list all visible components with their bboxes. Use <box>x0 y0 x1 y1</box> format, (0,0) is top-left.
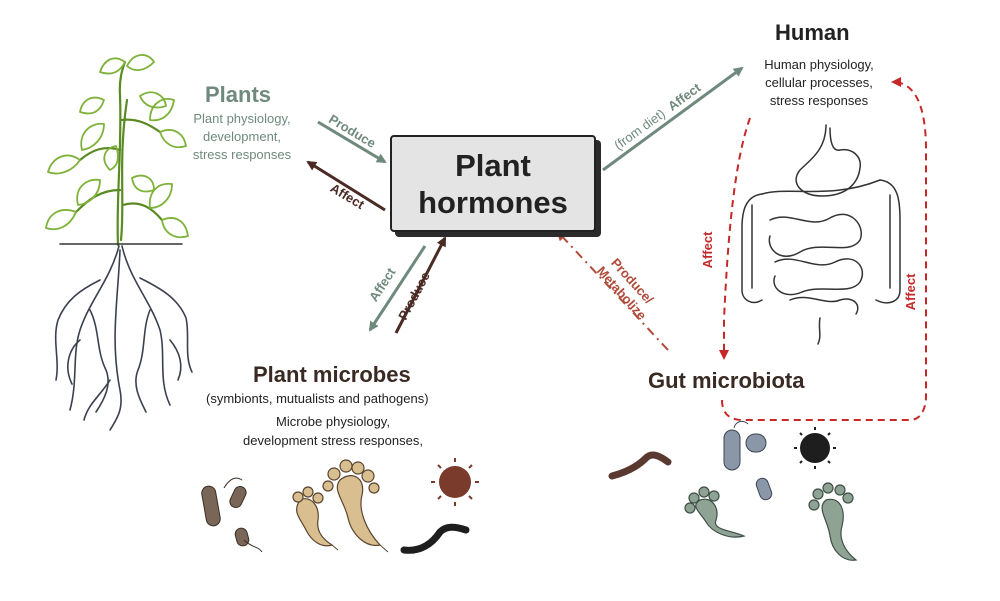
arrow-gut-produce <box>556 230 669 351</box>
hub-line: Plant <box>455 147 531 183</box>
plant-hormones-box: Plant hormones <box>390 135 596 232</box>
label-affect-microbes: Affect <box>366 264 399 304</box>
human-desc-line: stress responses <box>769 93 869 108</box>
hub-line: hormones <box>418 184 568 220</box>
label-gut-affect-human: Affect <box>903 273 918 311</box>
plant-microbes-description: Microbe physiology, development stress r… <box>228 412 438 450</box>
arrow-plants-produce <box>317 120 387 164</box>
human-desc-line: Human physiology, <box>764 57 874 72</box>
plants-desc-line: Plant physiology, <box>193 111 291 126</box>
human-title: Human <box>775 20 850 45</box>
plant-microbes-subtitle: (symbionts, mutualists and pathogens) <box>206 391 429 406</box>
plant-hormones-label: Plant hormones <box>398 147 588 221</box>
label-gut-produce: Produce/ Metabolize <box>594 253 662 323</box>
arrow-gut-affect-human <box>721 77 927 421</box>
gut-microbiota-illustration <box>608 420 858 561</box>
human-description: Human physiology, cellular processes, st… <box>748 56 890 110</box>
digestive-system-illustration <box>741 124 901 345</box>
plant-microbes-title: Plant microbes <box>253 362 411 387</box>
arrow-microbes-produce <box>394 236 447 334</box>
plant-microbes-desc-line: development stress responses, <box>243 433 423 448</box>
arrow-affect-human <box>602 66 744 172</box>
gut-microbiota-title: Gut microbiota <box>648 368 805 393</box>
plant-microbes-illustration <box>201 458 479 554</box>
plants-desc-line: development, <box>202 129 282 144</box>
plants-description: Plant physiology, development, stress re… <box>180 110 304 164</box>
arrow-affect-plants <box>306 160 386 212</box>
label-affect-human: (from diet) Affect <box>611 80 704 153</box>
label-human-affect-gut: Affect <box>700 231 715 269</box>
plant-illustration <box>45 54 193 431</box>
arrows <box>306 66 927 421</box>
arrow-affect-microbes <box>368 245 427 332</box>
plant-microbes-desc-line: Microbe physiology, <box>276 414 390 429</box>
plants-desc-line: stress responses <box>192 147 292 162</box>
plants-title: Plants <box>205 82 272 107</box>
label-microbes-produce: Produce <box>395 269 433 322</box>
arrow-human-affect-gut <box>719 117 751 360</box>
human-desc-line: cellular processes, <box>765 75 873 90</box>
